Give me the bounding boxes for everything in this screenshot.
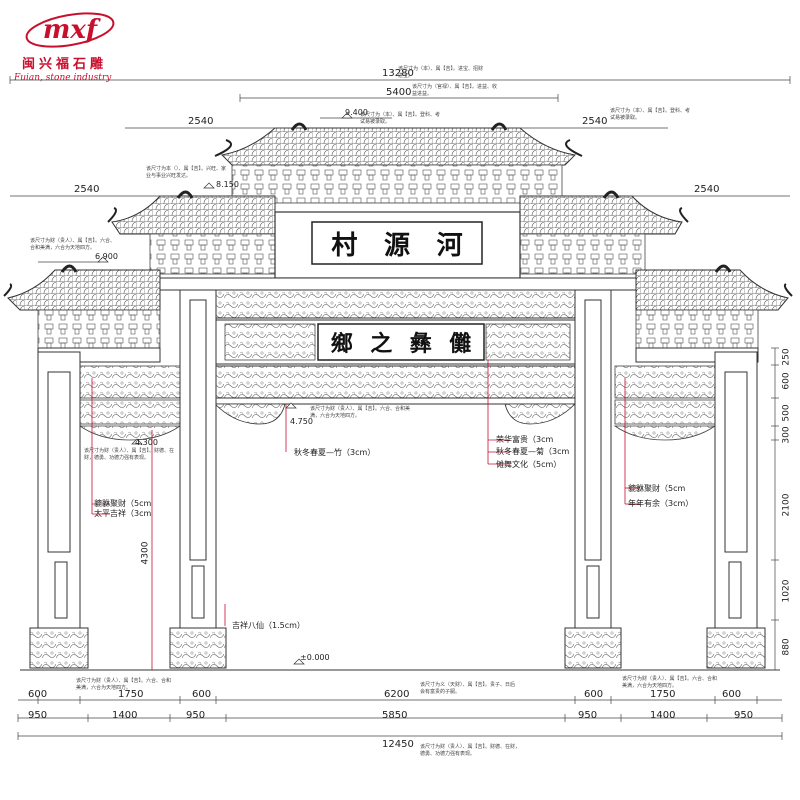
dim-bottom-row1: 600 <box>584 689 604 700</box>
top-dimension-lines <box>9 76 791 263</box>
carving-label: 秋冬春夏—菊（3cm <box>496 447 570 456</box>
middle-plaque-char: 鄉 <box>330 331 353 357</box>
middle-plaque-char: 之 <box>370 331 393 357</box>
brand-name-cn: 闽兴福石雕 <box>22 57 108 72</box>
carved-panel-left <box>224 323 316 361</box>
dim-bottom-row2: 950 <box>186 710 206 721</box>
annotation: 该尺寸为财（贵人）、属【吉】。财德、在财，德勇、功德力强有表现。 <box>420 744 521 757</box>
middle-plaque-char: 儺 <box>449 331 472 357</box>
carving-label: 太平吉祥（3cm <box>94 509 152 518</box>
dim-column-height: 4300 <box>140 541 151 565</box>
elev-ground: ±0.000 <box>300 653 330 662</box>
roof-top <box>214 122 583 204</box>
roof-right-side <box>635 264 793 349</box>
dim-left-lower: 2540 <box>74 184 100 195</box>
dim-level2: 5400 <box>386 87 412 98</box>
leader-lines <box>91 360 640 626</box>
dim-right: 500 <box>781 404 792 422</box>
elev-second: 8.150 <box>216 180 239 189</box>
dim-overall-bottom: 12450 <box>382 739 414 750</box>
carving-label: 貔貅聚财（5cm <box>94 499 152 508</box>
dim-bottom-row1: 600 <box>722 689 742 700</box>
carving-label: 秋冬春夏—竹（3cm） <box>294 448 376 457</box>
dim-bottom-row2: 950 <box>734 710 754 721</box>
annotation: 该尺寸为（官禄）、属【吉】。进益、收益进益。 <box>412 84 498 97</box>
brand-logo: mxf 闽兴福石雕 Fuian, stone industry <box>14 6 126 86</box>
annotation: 该尺寸为财（贵人）、属【吉】。六合、合和美满，六合为天地四方。 <box>310 406 411 419</box>
annotation: 该尺寸为财（贵人）、属【吉】。六合、合和美满，六合为天地四方。 <box>76 678 172 691</box>
roof-left-side <box>3 264 161 349</box>
carving-label: 年年有余（3cm） <box>628 499 694 508</box>
elev-beam: 4.750 <box>290 417 313 426</box>
roof-left-middle <box>107 190 276 275</box>
right-dimension-lines <box>771 347 779 671</box>
dim-bottom-row1: 1750 <box>118 689 144 700</box>
annotation: 该尺寸为本（）、属【吉】。兴旺、家业与事业兴旺发达。 <box>146 166 227 179</box>
column-bases <box>29 627 766 669</box>
dim-right: 300 <box>781 426 792 444</box>
dim-bottom-row2: 1400 <box>112 710 138 721</box>
annotation: 该尺寸为（本）、属【吉】。进宝、招财进宝。 <box>398 66 484 79</box>
carving-label: 貔貅聚财（5cm <box>628 484 686 493</box>
dim-right: 2100 <box>781 493 792 517</box>
annotation: 该尺寸为义（天财）、属【吉】。贵子、日后会有富贵的子嗣。 <box>420 682 516 695</box>
mxf-logo-icon: mxf <box>25 12 115 48</box>
carved-frieze-dance <box>214 365 576 399</box>
elev-column: 4.300 <box>135 438 158 447</box>
annotation: 该尺寸为财（贵人）、属【吉】。六合、合和美满，六合为天地四方。 <box>622 676 718 689</box>
top-plaque-char: 源 <box>383 230 410 261</box>
dim-right-lower: 2540 <box>694 184 720 195</box>
dim-bottom-row1: 6200 <box>384 689 410 700</box>
dim-overall-top: 13280 <box>382 68 414 79</box>
dim-right-upper: 2540 <box>582 116 608 127</box>
dim-bottom-row1: 600 <box>28 689 48 700</box>
top-plaque-char: 河 <box>436 230 463 261</box>
dim-bottom-row1: 1750 <box>650 689 676 700</box>
annotation: 该尺寸为（本）、属【吉】。登科、考试易被录取。 <box>610 108 691 121</box>
dim-right: 880 <box>781 638 792 656</box>
bottom-dimension-lines <box>17 696 783 740</box>
dim-right: 1020 <box>781 579 792 603</box>
brand-name-en: Fuian, stone industry <box>14 73 112 83</box>
annotation: 该尺寸为（本）、属【吉】。登科、考试易被录取。 <box>360 112 441 125</box>
dim-bottom-row2: 1400 <box>650 710 676 721</box>
carving-label: 吉祥八仙（1.5cm） <box>232 621 305 630</box>
dim-right: 600 <box>781 372 792 390</box>
annotation: 该尺寸为财（贵人）、属【吉】。财德、在财，德勇、功德力强有表现。 <box>84 448 175 461</box>
logo-mark-text: mxf <box>43 15 101 45</box>
columns <box>37 289 758 631</box>
elevation-markers <box>97 112 353 665</box>
elev-side: 6.900 <box>95 252 118 261</box>
carved-panel-right <box>485 323 571 361</box>
top-plaque-char: 村 <box>331 230 358 261</box>
carved-frieze-top <box>214 289 576 319</box>
dim-bottom-row2: 950 <box>578 710 598 721</box>
elev-top: 9.400 <box>345 108 368 117</box>
dim-bottom-row2: 5850 <box>382 710 408 721</box>
roof-right-middle <box>519 190 689 275</box>
dim-bottom-row1: 600 <box>192 689 212 700</box>
middle-plaque-char: 彝 <box>409 331 432 357</box>
carving-label: 傩舞文化（5cm） <box>496 460 562 469</box>
carving-label: 荣华富贵（3cm <box>496 435 554 444</box>
middle-plaque: 鄉 之 彝 儺 <box>322 326 480 358</box>
dim-right: 250 <box>781 348 792 366</box>
annotation: 该尺寸为财（贵人）、属【吉】。六合、合和美满，六合为天地四方。 <box>30 238 116 251</box>
top-plaque: 村 源 河 <box>318 226 476 261</box>
dim-bottom-row2: 950 <box>28 710 48 721</box>
dim-left-upper: 2540 <box>188 116 214 127</box>
